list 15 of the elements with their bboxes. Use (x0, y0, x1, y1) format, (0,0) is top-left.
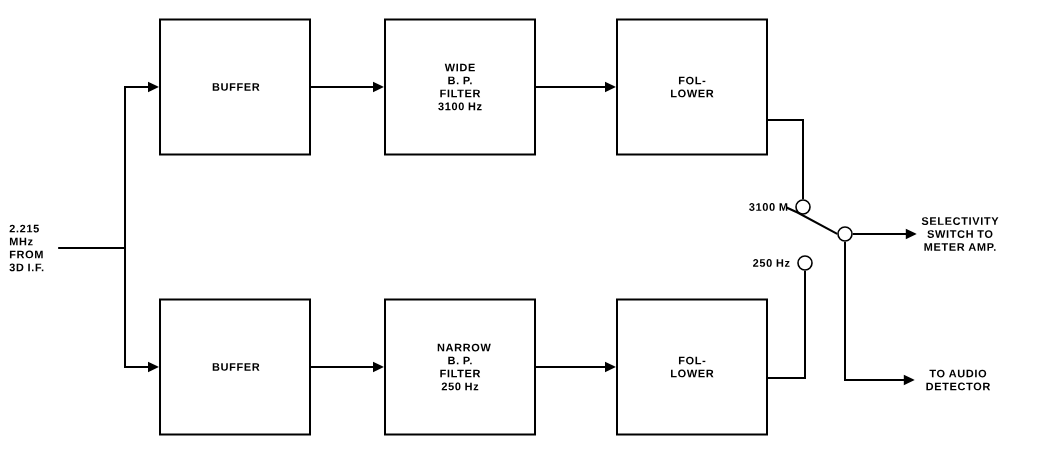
contact-label: 3100 M (749, 203, 788, 211)
signal-label: SELECTIVITY SWITCH TO METER AMP. (921, 217, 999, 251)
wire (767, 269, 806, 379)
block-box: BUFFER (159, 298, 311, 436)
signal-label: 2.215 MHz FROM 3D I.F. (9, 224, 44, 272)
switch-arm (785, 206, 839, 235)
wire (767, 119, 804, 201)
block-box: FOL- LOWER (616, 18, 768, 156)
block-box: WIDE B. P. FILTER 3100 Hz (384, 18, 536, 156)
signal-label: TO AUDIO DETECTOR (926, 369, 991, 391)
block-box: FOL- LOWER (616, 298, 768, 436)
contact-label: 250 Hz (753, 259, 790, 267)
block-box: NARROW B. P. FILTER 250 Hz (384, 298, 536, 436)
block-box: BUFFER (159, 18, 311, 156)
switch-contact (837, 226, 853, 242)
